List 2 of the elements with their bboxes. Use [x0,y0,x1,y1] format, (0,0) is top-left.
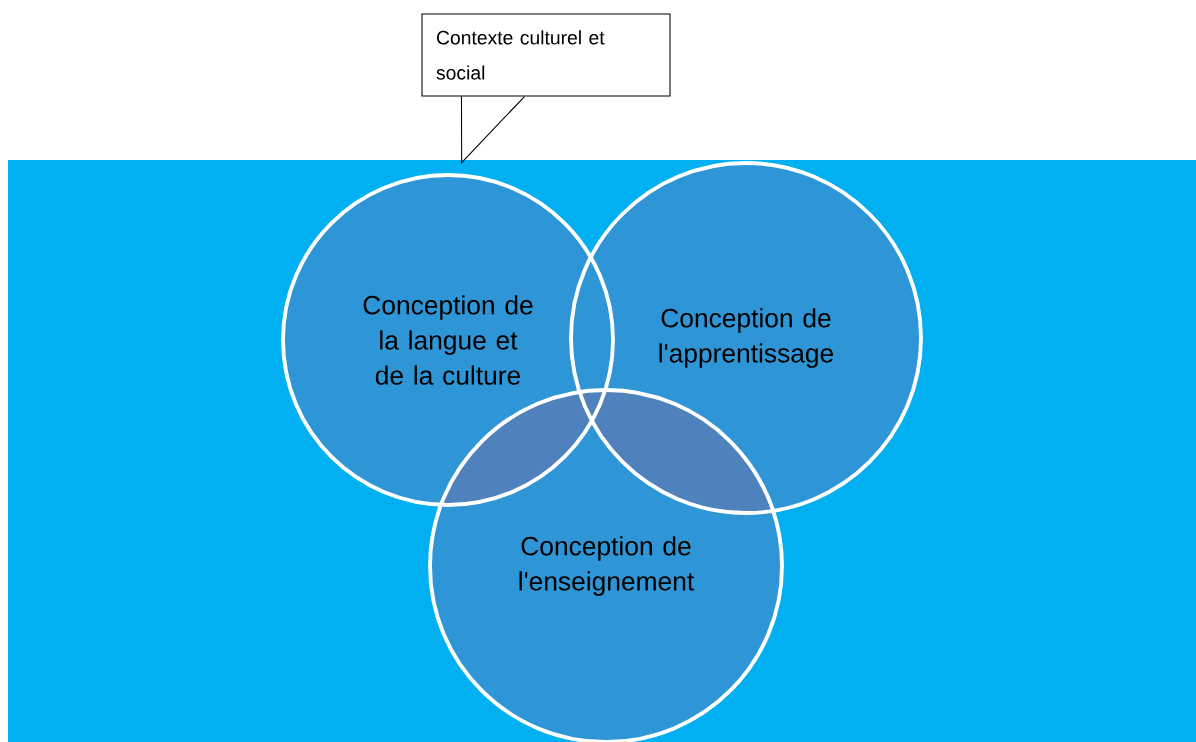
callout-box: Contexte culturel et social [421,13,671,97]
callout-tail [460,96,525,164]
